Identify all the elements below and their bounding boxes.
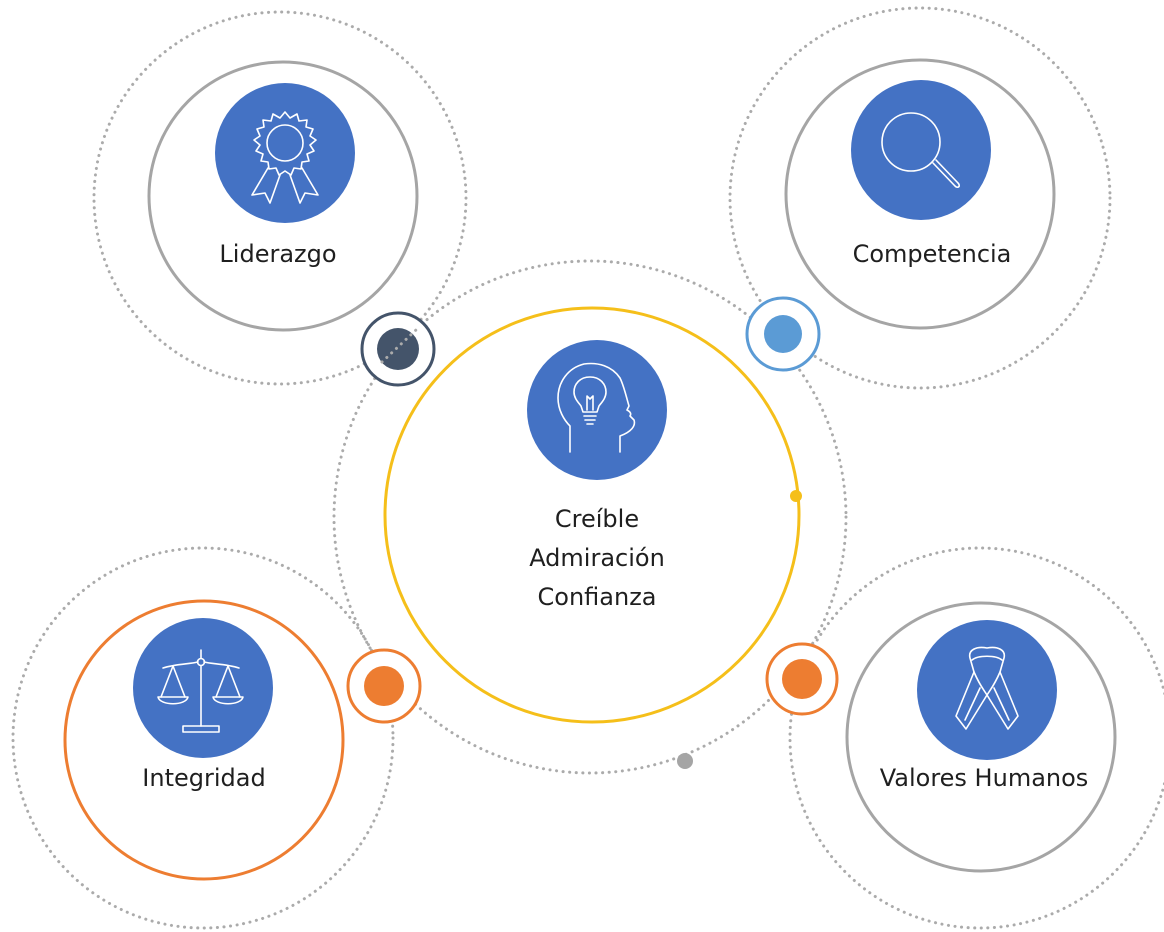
center-node: Creíble Admiración Confianza [383, 306, 802, 724]
node-valores-label: Valores Humanos [880, 764, 1089, 792]
connector-competencia [745, 296, 821, 372]
node-integridad-label: Integridad [142, 764, 265, 792]
head-lightbulb-icon [557, 362, 636, 453]
node-liderazgo: Liderazgo [147, 60, 419, 332]
node-competencia: Competencia [784, 58, 1056, 330]
orbit-valores [788, 546, 1164, 930]
orbit-gray-dot [677, 753, 693, 769]
award-ribbon-icon [251, 111, 319, 204]
orbit-liderazgo [92, 10, 468, 386]
scales-icon [157, 649, 244, 733]
center-ring [383, 306, 801, 724]
node-competencia-icon-circle [851, 80, 991, 220]
orbit-integridad [11, 546, 395, 930]
connector-integridad [346, 648, 422, 724]
connector-liderazgo [360, 311, 436, 387]
node-valores-icon-circle [917, 620, 1057, 760]
connector-valores [765, 642, 839, 716]
node-competencia-label: Competencia [853, 240, 1012, 268]
dotted-orbits [11, 6, 1164, 930]
node-integridad-icon-circle [133, 618, 273, 758]
awareness-ribbon-icon [955, 646, 1019, 730]
node-integridad: Integridad [63, 599, 345, 881]
node-liderazgo-label: Liderazgo [219, 240, 336, 268]
orbit-competencia [728, 6, 1112, 390]
magnifier-icon [881, 112, 961, 189]
orbit-center [332, 259, 848, 775]
connectors [346, 296, 839, 769]
center-line-3: Confianza [538, 583, 657, 611]
center-line-1: Creíble [555, 505, 639, 533]
center-line-2: Admiración [529, 544, 665, 572]
node-liderazgo-icon-circle [215, 83, 355, 223]
center-ring-dot [790, 490, 802, 502]
node-valores: Valores Humanos [845, 601, 1117, 873]
